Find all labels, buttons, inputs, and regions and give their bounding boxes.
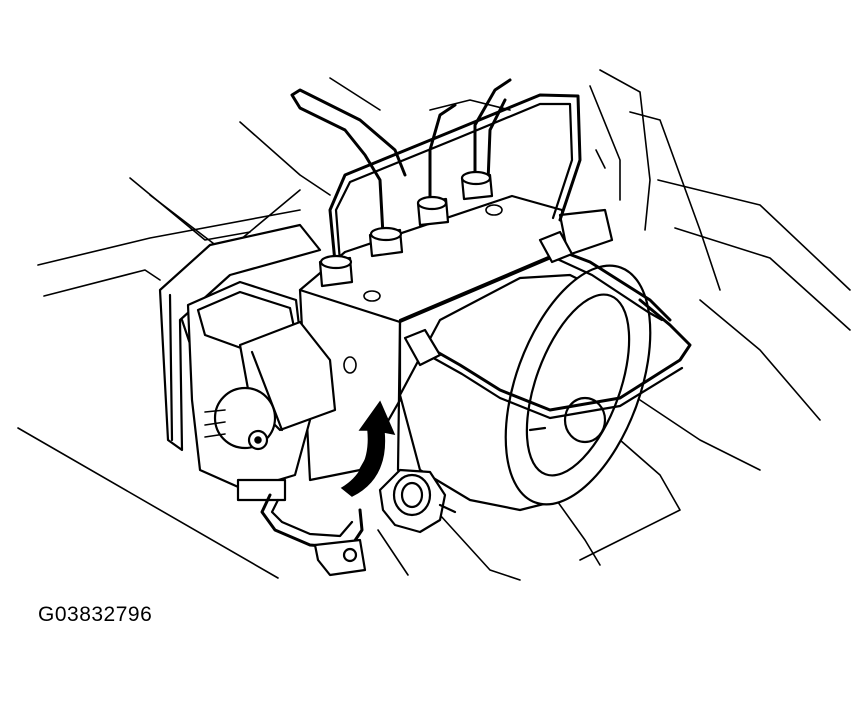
vehicle-body-lines [17,69,851,581]
curved-arrow-icon [340,400,396,497]
wire-harness-clip [260,493,367,577]
tube-fittings [318,170,574,367]
pump-motor [398,264,652,512]
figure-code-label: G03832796 [38,603,153,626]
abs-actuator-illustration [17,69,851,581]
brake-lines [290,78,692,420]
hydraulic-block [298,194,614,482]
connector-plug [378,468,457,534]
ecu-housing [186,280,337,502]
